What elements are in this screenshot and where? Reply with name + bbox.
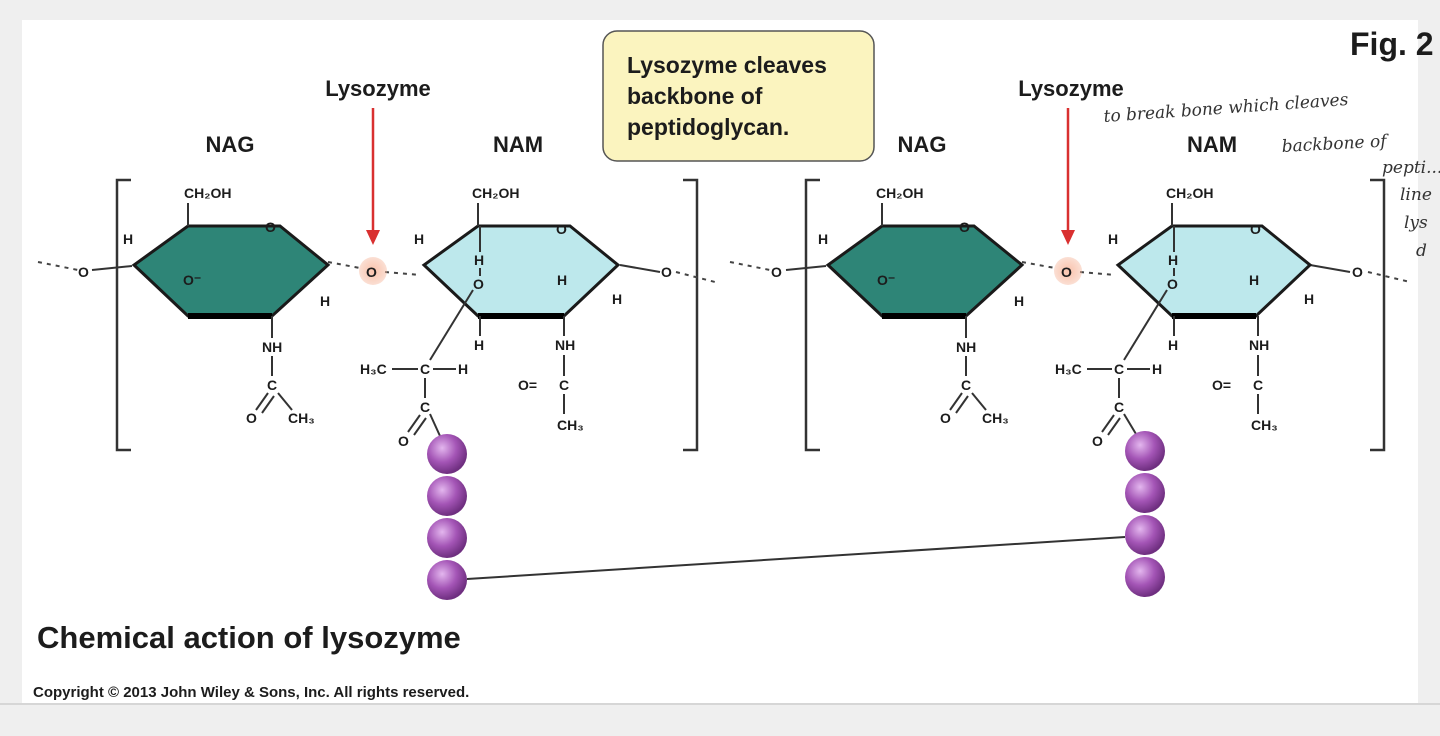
ch3-label: CH₃: [288, 410, 315, 426]
hydrogen: H: [612, 291, 622, 307]
copyright-notice: Copyright © 2013 John Wiley & Sons, Inc.…: [33, 684, 469, 701]
note-line-5: lys: [1404, 213, 1428, 233]
lysozyme-label: Lysozyme: [325, 76, 431, 101]
peptide-chain: [1125, 431, 1165, 597]
hydrogen: H: [818, 231, 828, 247]
ch3-label: CH₃: [557, 417, 584, 433]
ch3-label: CH₃: [982, 410, 1009, 426]
oxygen: O: [1167, 276, 1178, 292]
hydrogen: H: [557, 272, 567, 288]
nag-label: NAG: [898, 132, 947, 157]
oxygen: O: [246, 410, 257, 426]
carbon: C: [267, 377, 277, 393]
figure-ref: Fig. 2: [1350, 26, 1434, 62]
hydrogen: H: [414, 231, 424, 247]
hydrogen: H: [458, 361, 468, 377]
peptide-chain: [427, 434, 467, 600]
oxygen: O: [940, 410, 951, 426]
amino-acid-bead: [1125, 515, 1165, 555]
hydrogen: H: [123, 231, 133, 247]
h3c-label: H₃C: [1055, 361, 1082, 377]
repeat-unit-1: O O NAG CH₂OH O H O⁻ H NH C O CH₃ O Lyso…: [37, 76, 716, 600]
oxygen: O: [473, 276, 484, 292]
ch2oh-label: CH₂OH: [876, 185, 923, 201]
cleaved-oxygen-glow: [1054, 257, 1082, 285]
hydrogen: H: [1249, 272, 1259, 288]
figure-caption: Chemical action of lysozyme: [37, 620, 461, 655]
amino-acid-bead: [427, 560, 467, 600]
repeat-unit-2: O O NAG CH₂OH O H O⁻ H NH C O CH₃ O Lyso…: [729, 76, 1411, 597]
hydrogen: H: [474, 252, 484, 268]
amino-acid-bead: [1125, 473, 1165, 513]
amino-acid-bead: [1125, 431, 1165, 471]
carbon: C: [420, 399, 430, 415]
amino-acid-bead: [1125, 557, 1165, 597]
nag-label: NAG: [206, 132, 255, 157]
nh-label: NH: [555, 337, 575, 353]
bridge-oxygen: O: [661, 264, 672, 280]
carbon: C: [1114, 361, 1124, 377]
hydrogen: H: [1304, 291, 1314, 307]
cleaved-oxygen: O: [366, 264, 377, 280]
bridge-oxygen: O: [771, 264, 782, 280]
oxygen: O: [398, 433, 409, 449]
carbon: C: [559, 377, 569, 393]
nam-label: NAM: [493, 132, 543, 157]
ring-oxygen: O: [556, 221, 567, 237]
ch3-label: CH₃: [1251, 417, 1278, 433]
hydrogen: H: [320, 293, 330, 309]
carbon: C: [420, 361, 430, 377]
hydrogen: H: [1014, 293, 1024, 309]
hydrogen: H: [1168, 337, 1178, 353]
hydrogen: H: [1168, 252, 1178, 268]
left-bracket: [115, 178, 131, 452]
amino-acid-bead: [427, 434, 467, 474]
cleaved-oxygen: O: [1061, 264, 1072, 280]
ring-oxygen: O: [959, 219, 970, 235]
ch2oh-label: CH₂OH: [184, 185, 231, 201]
cleaved-oxygen-glow: [359, 257, 387, 285]
ring-oxygen: O: [265, 219, 276, 235]
carbon: C: [961, 377, 971, 393]
note-line-4: line: [1400, 185, 1432, 205]
callout-box: Lysozyme cleaves backbone of peptidoglyc…: [602, 30, 875, 162]
oxygen: O: [1092, 433, 1103, 449]
callout-line-2: backbone of: [627, 83, 763, 109]
o-minus-label: O⁻: [877, 272, 895, 288]
bridge-oxygen: O: [1352, 264, 1363, 280]
o-double-label: O=: [1212, 377, 1231, 393]
nh-label: NH: [956, 339, 976, 355]
left-bracket: [804, 178, 820, 452]
bridge-oxygen: O: [78, 264, 89, 280]
nh-label: NH: [262, 339, 282, 355]
callout-line-1: Lysozyme cleaves: [627, 52, 827, 78]
carbon: C: [1253, 377, 1263, 393]
nam-label: NAM: [1187, 132, 1237, 157]
h3c-label: H₃C: [360, 361, 387, 377]
ch2oh-label: CH₂OH: [1166, 185, 1213, 201]
amino-acid-bead: [427, 476, 467, 516]
o-minus-label: O⁻: [183, 272, 201, 288]
o-double-label: O=: [518, 377, 537, 393]
right-bracket: [683, 178, 699, 452]
peptide-cross-link: [466, 536, 1126, 580]
note-line-6: d: [1416, 241, 1427, 261]
hydrogen: H: [1108, 231, 1118, 247]
amino-acid-bead: [427, 518, 467, 558]
nh-label: NH: [1249, 337, 1269, 353]
hydrogen: H: [1152, 361, 1162, 377]
callout-line-3: peptidoglycan.: [627, 114, 789, 140]
note-line-3: pepti...: [1382, 158, 1440, 178]
hydrogen: H: [474, 337, 484, 353]
right-bracket: [1370, 178, 1386, 452]
carbon: C: [1114, 399, 1124, 415]
lysozyme-label: Lysozyme: [1018, 76, 1124, 101]
ch2oh-label: CH₂OH: [472, 185, 519, 201]
ring-oxygen: O: [1250, 221, 1261, 237]
